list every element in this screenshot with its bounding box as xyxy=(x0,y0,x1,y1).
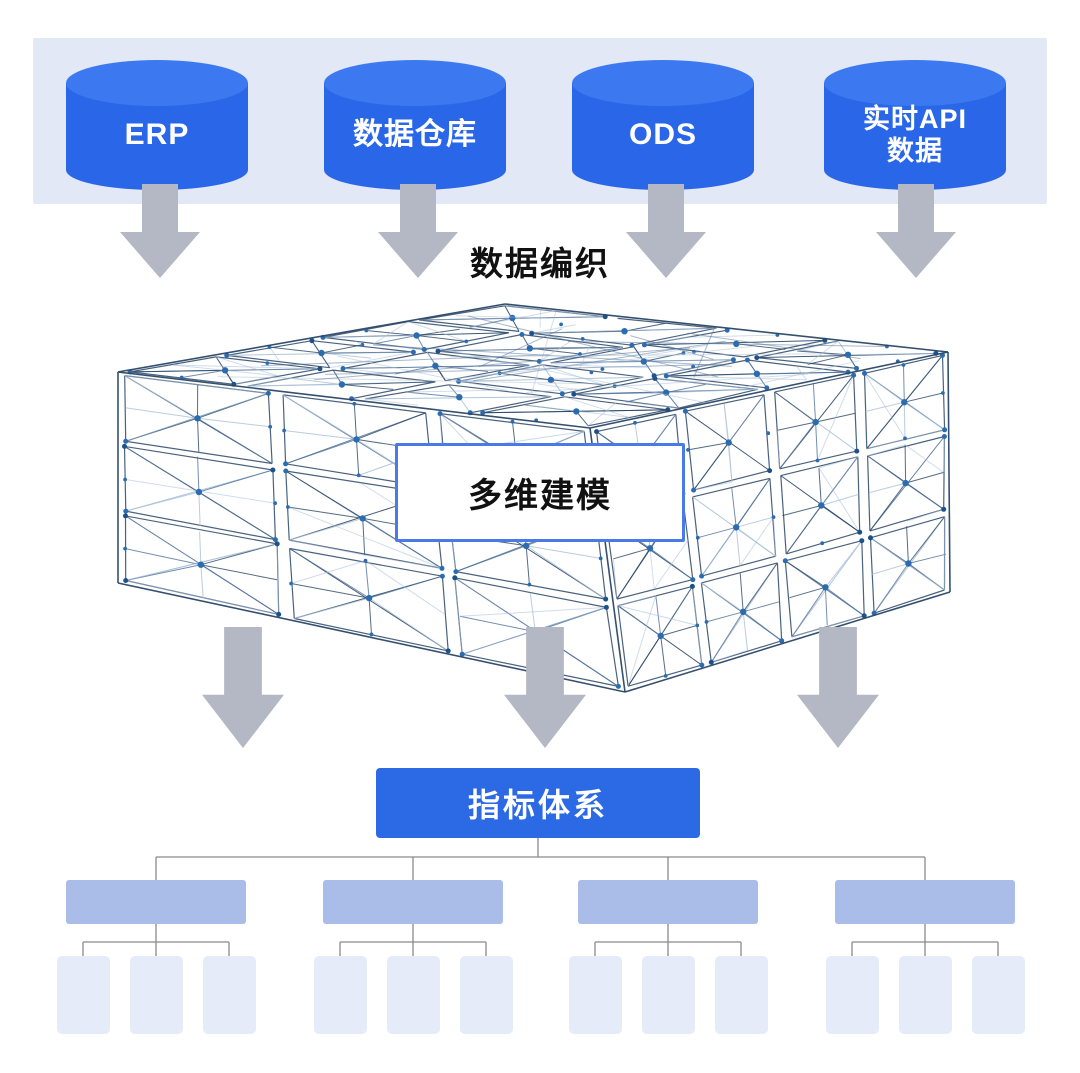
database-icon-top xyxy=(66,60,248,106)
source-label: ODS xyxy=(628,118,697,151)
wireframe-cube-graphic xyxy=(117,303,951,693)
indicator-category-box xyxy=(66,880,246,924)
data-fabric-label: 数据编织 xyxy=(470,245,610,282)
indicator-leaf-box xyxy=(460,956,513,1034)
indicator-label: 指标体系 xyxy=(467,787,608,823)
indicator-leaf-box xyxy=(130,956,183,1034)
indicator-leaf-box xyxy=(642,956,695,1034)
indicator-leaf-box xyxy=(57,956,110,1034)
indicator-category-box xyxy=(835,880,1015,924)
indicator-leaf-box xyxy=(972,956,1025,1034)
source-cylinder: 数据仓库 xyxy=(324,60,506,190)
indicator-category-box xyxy=(578,880,758,924)
database-icon-top xyxy=(572,60,754,106)
indicator-leaf-box xyxy=(826,956,879,1034)
indicator-category-box xyxy=(323,880,503,924)
indicator-leaf-box xyxy=(569,956,622,1034)
indicator-leaf-box xyxy=(314,956,367,1034)
source-label: 数据仓库 xyxy=(353,118,477,151)
indicator-box: 指标体系 xyxy=(376,768,700,838)
indicator-leaf-box xyxy=(203,956,256,1034)
source-cylinder: ERP xyxy=(66,60,248,190)
modeling-label: 多维建模 xyxy=(468,477,612,515)
database-icon-top xyxy=(824,60,1006,106)
source-label: ERP xyxy=(124,118,190,151)
modeling-box: 多维建模 xyxy=(395,443,685,542)
indicator-leaf-box xyxy=(899,956,952,1034)
indicator-leaf-box xyxy=(715,956,768,1034)
indicator-leaf-box xyxy=(387,956,440,1034)
database-icon-top xyxy=(324,60,506,106)
source-cylinder: ODS xyxy=(572,60,754,190)
